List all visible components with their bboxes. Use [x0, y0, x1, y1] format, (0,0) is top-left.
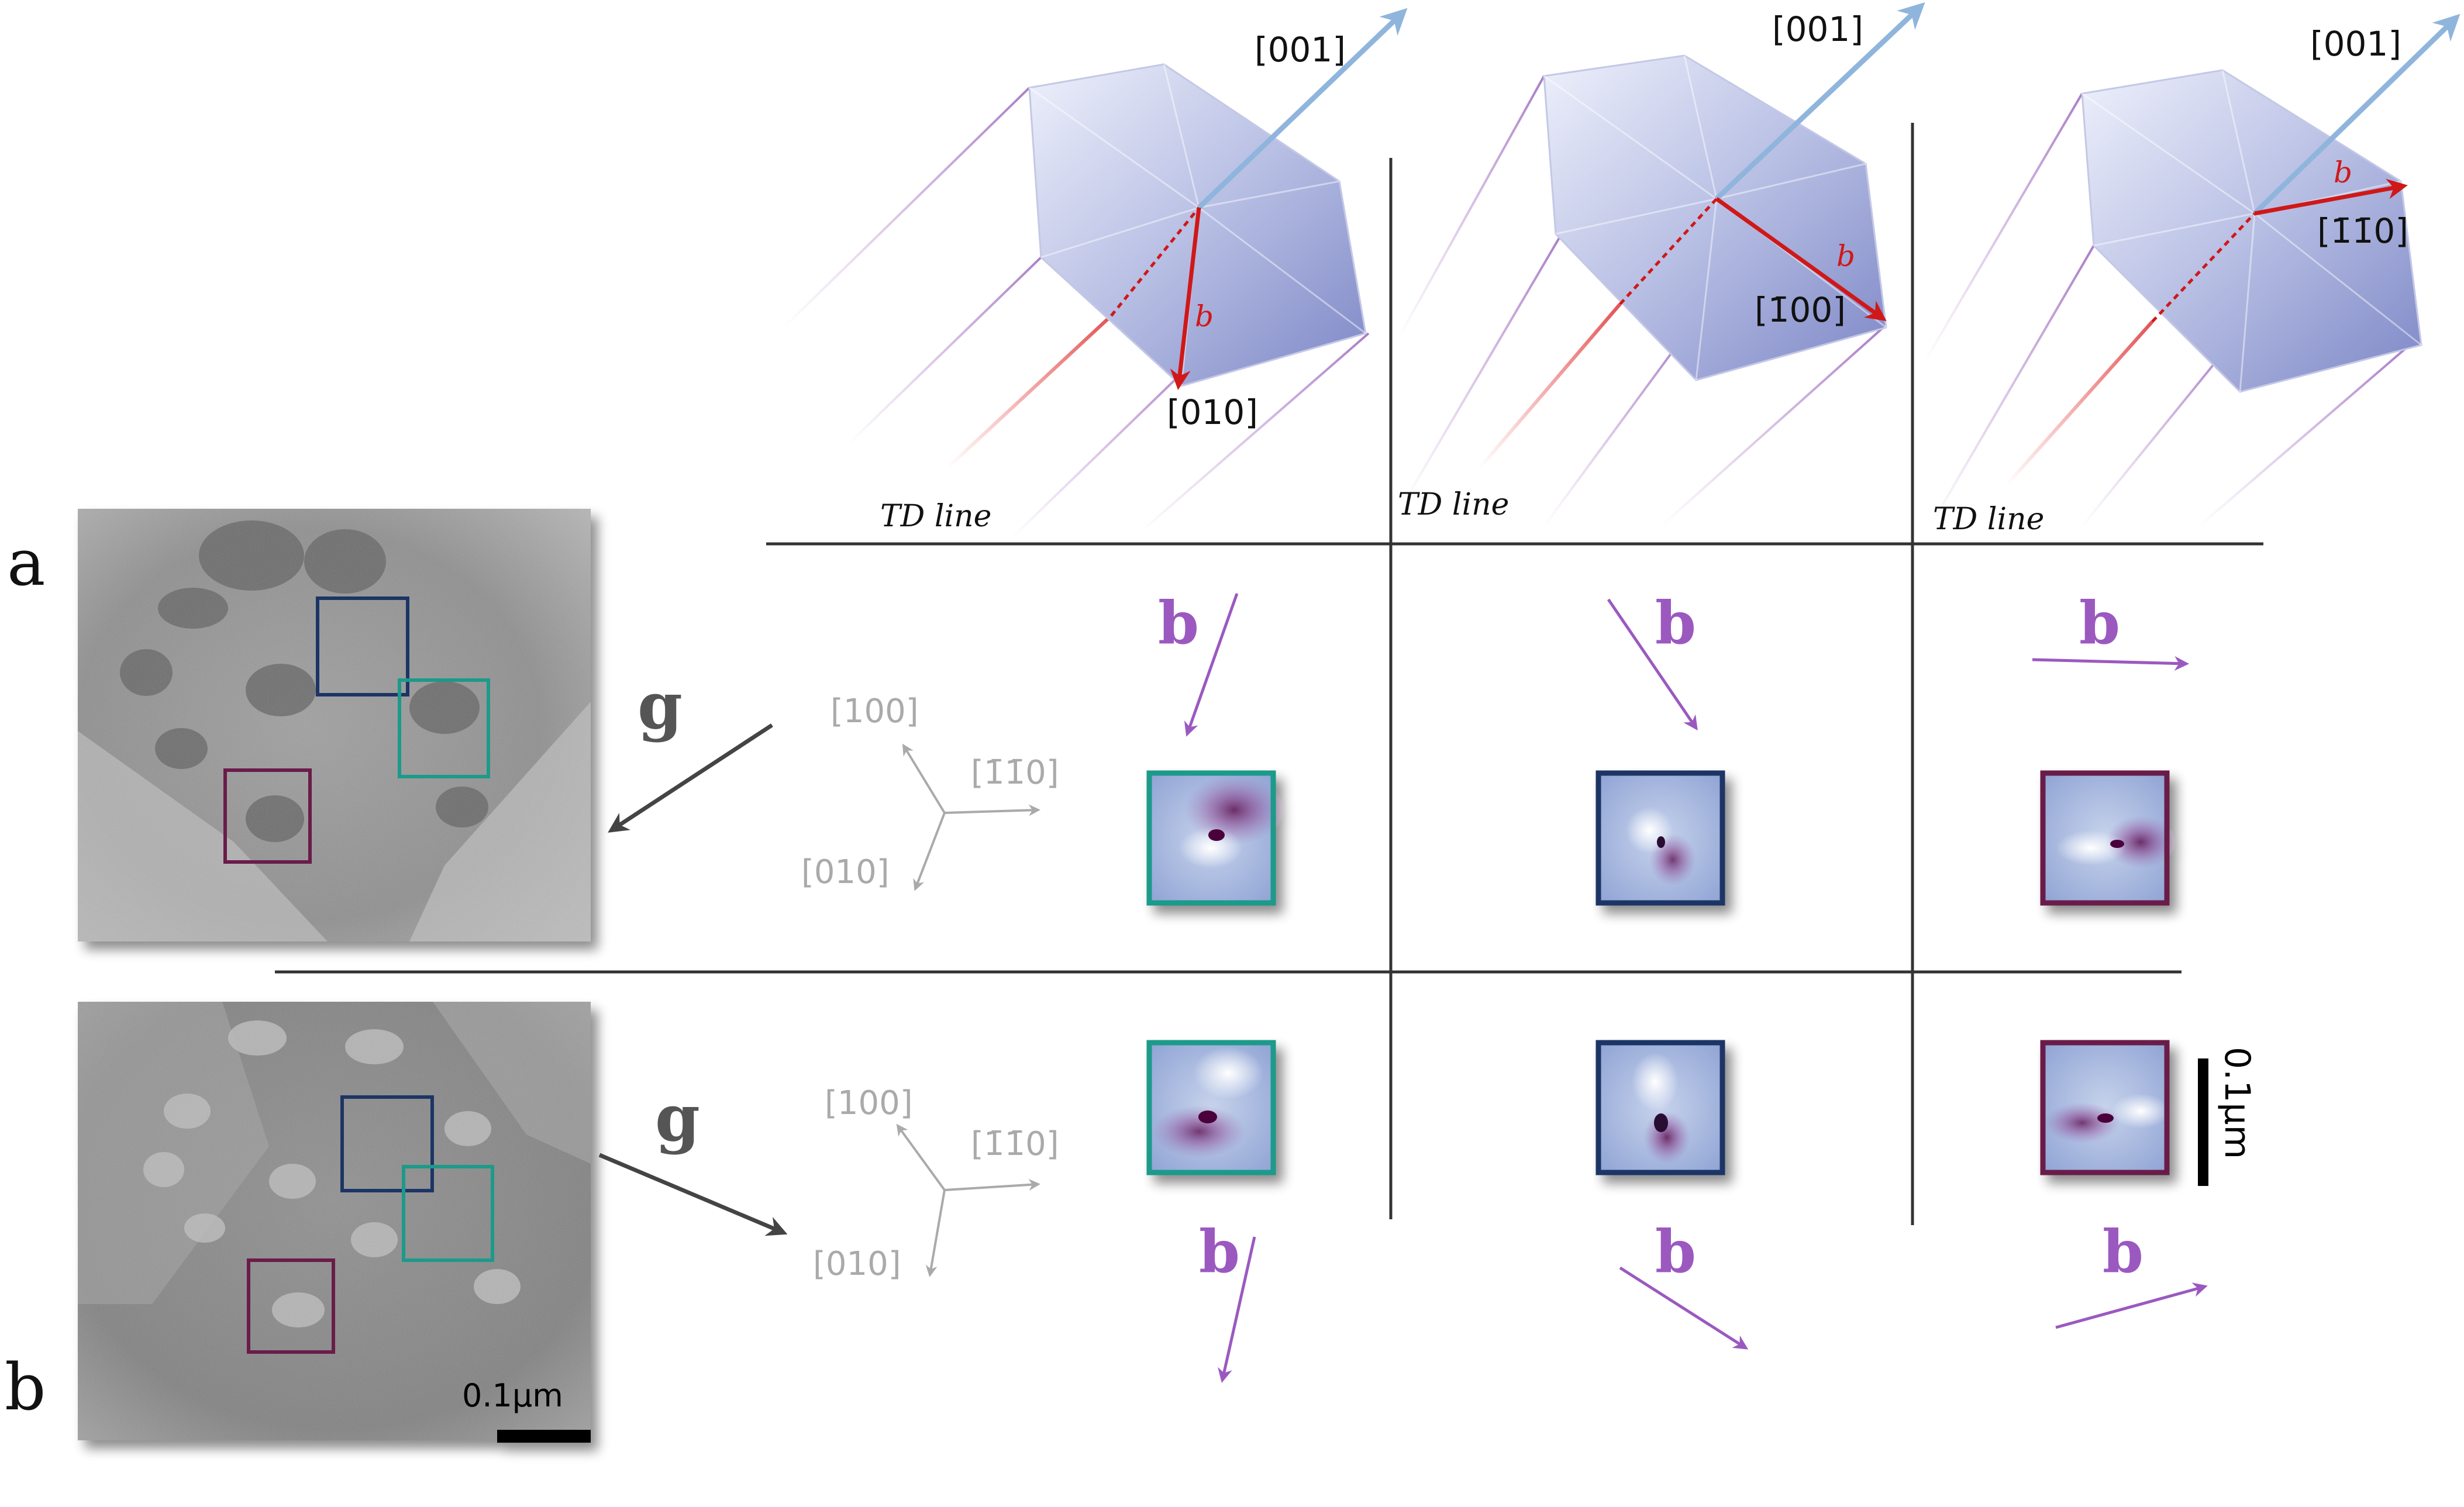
crystal-2 [1397, 2, 1925, 527]
g-arrow-bottom [598, 1153, 788, 1236]
crystal-1-top-label: [001] [1255, 30, 1346, 70]
b-arrows [1184, 593, 2208, 1383]
g-label-top: g [637, 668, 683, 743]
crystal-body-2 [1543, 54, 1887, 381]
crystal-3-dir-label: [1̄1̄0] [2317, 211, 2408, 251]
crystal-1-dir-label: [010] [1167, 392, 1258, 432]
sim-bottom-plum [2040, 1040, 2170, 1175]
axis-triad-bottom [896, 1123, 1040, 1277]
sem-image-b: 0.1µm [78, 1002, 591, 1443]
b-label-4: b [1199, 1217, 1240, 1286]
td-red-1 [946, 314, 1113, 470]
crystal-3 [1923, 13, 2460, 527]
td-line-label-3: TD line [1933, 502, 2044, 537]
panel-label-b: b [5, 1350, 46, 1425]
triad-top-100: [100] [830, 692, 919, 730]
crystal-1 [783, 8, 1408, 539]
crystal-2-dir-label: [1̄00] [1755, 290, 1846, 330]
sim-top-teal [1146, 770, 1284, 906]
sem-a-box-teal [398, 678, 490, 778]
axis-triad-top [902, 743, 1040, 891]
crystal-body-3 [2081, 69, 2422, 393]
sem-b-box-navy [340, 1095, 434, 1192]
g-arrow-top [608, 723, 773, 833]
scale-bar [497, 1430, 591, 1443]
vertical-scale-bar [2198, 1058, 2208, 1186]
crystal-3-top-label: [001] [2310, 24, 2401, 64]
sim-top-navy [1595, 770, 1725, 906]
triad-top-110: [1̄1̄0] [971, 754, 1059, 792]
g-label-bottom: g [655, 1080, 700, 1156]
burgers-arrow-2 [1715, 197, 1887, 322]
burgers-arrow-1 [1170, 207, 1201, 390]
crystal-2-top-label: [001] [1772, 9, 1863, 49]
td-line-label-1: TD line [880, 499, 991, 534]
td-lines-1 [783, 87, 1370, 539]
sem-b-box-teal [402, 1165, 494, 1262]
sem-a-box-navy [316, 596, 409, 696]
sem-image-a [78, 509, 591, 942]
triad-top-010: [010] [801, 853, 890, 891]
triad-bottom-110: [1̄1̄0] [971, 1125, 1059, 1163]
panel-label-a: a [7, 525, 46, 600]
vertical-scale-bar-label: 0.1µm [2217, 1047, 2258, 1159]
b-label-5: b [1655, 1217, 1696, 1286]
axis-001-arrow-1 [1197, 8, 1408, 210]
td-line-label-2: TD line [1398, 487, 1509, 522]
scale-bar-label: 0.1µm [462, 1377, 563, 1414]
b-label-3: b [2079, 588, 2120, 657]
crystal-2-burgers-label: b [1836, 239, 1855, 273]
sim-bottom-navy [1595, 1040, 1725, 1175]
triad-bottom-100: [100] [825, 1084, 913, 1122]
grid-lines [275, 123, 2263, 1225]
sem-a-box-plum [223, 768, 312, 864]
sim-bottom-teal [1146, 1040, 1276, 1175]
sem-b-box-plum [247, 1258, 335, 1354]
crystal-1-burgers-label: b [1195, 299, 1214, 333]
b-label-1: b [1158, 588, 1199, 657]
b-label-6: b [2103, 1217, 2143, 1286]
sim-top-plum [2040, 770, 2176, 906]
b-label-2: b [1655, 588, 1696, 657]
burgers-arrow-3 [2254, 178, 2408, 216]
triad-bottom-010: [010] [813, 1245, 901, 1283]
crystal-3-burgers-label: b [2334, 156, 2352, 189]
